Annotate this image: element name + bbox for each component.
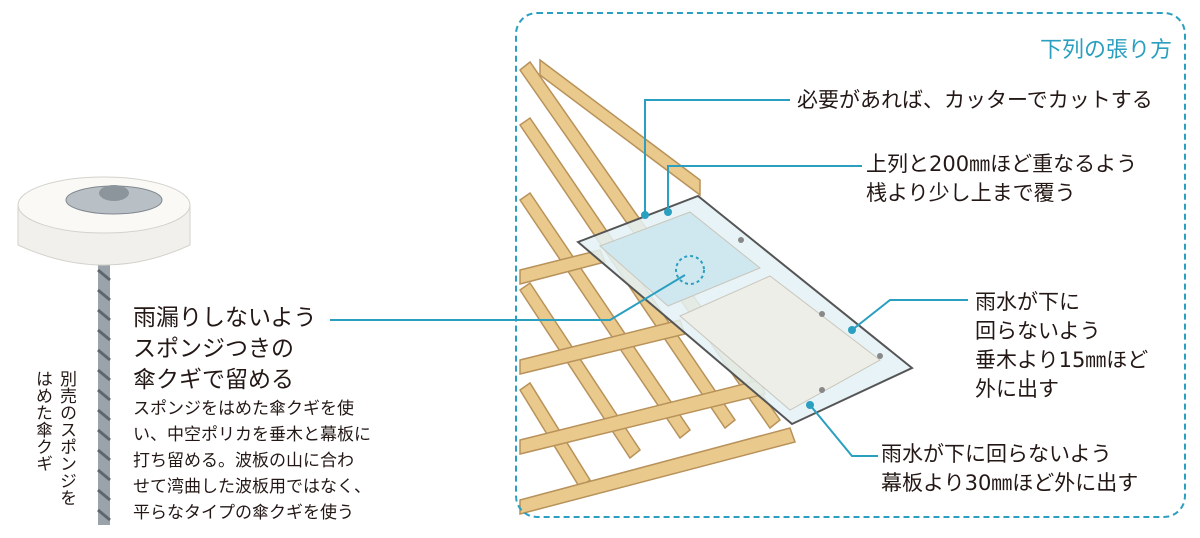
- nail-caption-line: 別売のスポンジを: [56, 370, 76, 506]
- callout-cut: 必要があれば、カッターでカットする: [797, 88, 1153, 112]
- umbrella-nail-image: [17, 176, 191, 525]
- nail-description-line: スポンジをはめた傘クギを使: [133, 399, 354, 419]
- callout-overlap: 上列と200㎜ほど重なるよう 桟より少し上まで覆う: [866, 150, 1137, 208]
- callout-overlap-line: 上列と200㎜ほど重なるよう: [866, 152, 1138, 176]
- callout-overlap-line: 桟より少し上まで覆う: [866, 181, 1076, 205]
- nail-heading-line: スポンジつきの: [133, 336, 294, 362]
- section-title: 下列の張り方: [1039, 38, 1172, 63]
- nail-caption-line: はめた傘クギ: [32, 370, 52, 472]
- nail-heading: 雨漏りしないよう スポンジつきの 傘クギで留める: [133, 303, 317, 396]
- callout-fascia-line: 幕板より30㎜ほど外に出す: [881, 471, 1139, 495]
- nail-heading-line: 傘クギで留める: [133, 367, 294, 393]
- nail-description-line: 打ち留める。波板の山に合わ: [133, 451, 354, 471]
- callout-fascia: 雨水が下に回らないよう 幕板より30㎜ほど外に出す: [881, 440, 1138, 498]
- nail-heading-line: 雨漏りしないよう: [133, 305, 317, 331]
- nail-caption: 別売のスポンジを はめた傘クギ: [30, 370, 78, 506]
- nail-description: スポンジをはめた傘クギを使 い、中空ポリカを垂木と幕板に 打ち留める。波板の山に…: [133, 396, 371, 526]
- nail-description-line: せて湾曲した波板用ではなく、: [133, 477, 371, 497]
- callout-rafter-line: 外に出す: [975, 377, 1059, 401]
- nail-description-line: 平らなタイプの傘クギを使う: [133, 503, 354, 523]
- nail-description-line: い、中空ポリカを垂木と幕板に: [133, 425, 371, 445]
- leader-lines: [330, 99, 968, 457]
- callout-fascia-line: 雨水が下に回らないよう: [881, 442, 1112, 466]
- callout-rafter-line: 雨水が下に: [975, 290, 1080, 314]
- section-frame: [515, 12, 1186, 518]
- callout-rafter-line: 回らないよう: [975, 319, 1101, 343]
- callout-rafter-line: 垂木より15㎜ほど: [975, 348, 1149, 372]
- callout-rafter: 雨水が下に 回らないよう 垂木より15㎜ほど 外に出す: [975, 288, 1148, 404]
